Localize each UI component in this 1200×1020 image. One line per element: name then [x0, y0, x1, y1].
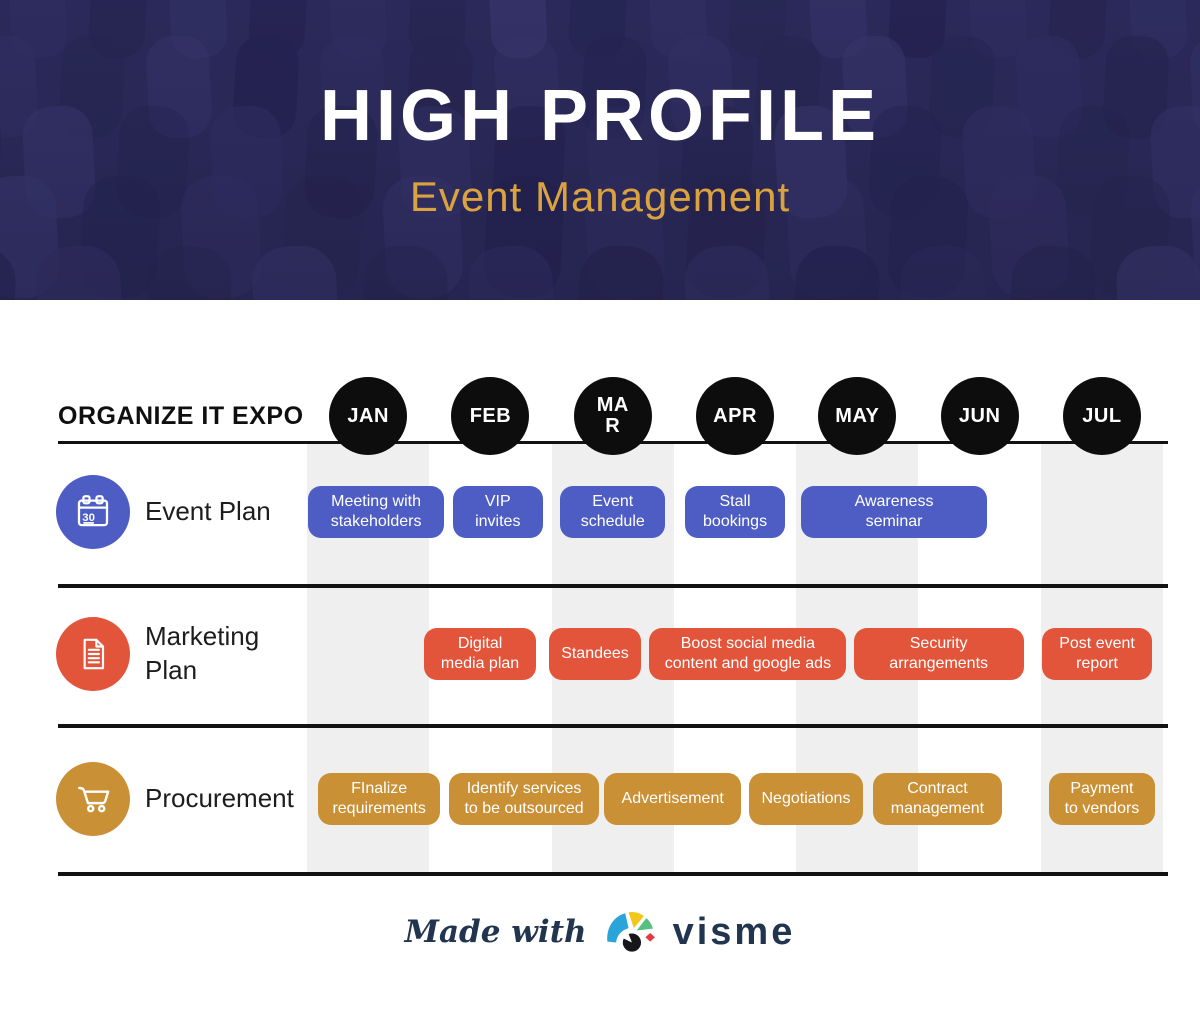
- task-bar: Security arrangements: [853, 628, 1024, 680]
- task-bar: Post event report: [1042, 628, 1153, 680]
- task-bar-label: Meeting with stakeholders: [330, 493, 422, 530]
- task-bar-label: Event schedule: [580, 493, 645, 530]
- task-bar: Advertisement: [604, 773, 742, 825]
- chart-title: ORGANIZE IT EXPO: [58, 402, 304, 430]
- month-circle: MAY: [818, 377, 897, 455]
- page-subtitle: Event Management: [409, 173, 791, 220]
- month-circle: APR: [696, 377, 775, 455]
- task-bar: Awareness seminar: [801, 486, 987, 538]
- month-circle: JAN: [329, 377, 408, 455]
- month-circle: JUN: [940, 377, 1019, 455]
- month-label: MA R: [596, 394, 629, 437]
- task-bar-label: VIP invites: [475, 493, 521, 530]
- month-label: JAN: [347, 404, 389, 427]
- month-label: FEB: [469, 404, 512, 427]
- task-bar-label: Digital media plan: [440, 635, 520, 672]
- task-bar: FInalize requirements: [318, 773, 441, 825]
- task-bar: Stall bookings: [684, 486, 786, 538]
- row-separator-line: [58, 584, 1168, 588]
- row-separator-line: [58, 724, 1168, 728]
- task-bar-label: Payment to vendors: [1064, 780, 1140, 817]
- svg-text:30: 30: [82, 512, 95, 524]
- document-icon: [73, 634, 113, 674]
- task-bar-label: Advertisement: [621, 790, 724, 808]
- task-bar: Meeting with stakeholders: [308, 486, 444, 538]
- task-bar-label: Boost social media content and google ad…: [664, 635, 832, 672]
- month-circle: MA R: [573, 377, 652, 455]
- row-label: Procurement: [145, 783, 294, 814]
- task-bar: Standees: [549, 628, 641, 680]
- cart-icon: [71, 777, 115, 821]
- footer-credit: Made with visme: [0, 908, 1200, 956]
- header-banner: HIGH PROFILE Event Management: [0, 0, 1200, 300]
- task-bar-label: Standees: [561, 645, 629, 663]
- task-bar-label: Post event report: [1059, 635, 1135, 672]
- task-bar-label: FInalize requirements: [332, 780, 426, 817]
- month-circle: JUL: [1062, 377, 1141, 455]
- visme-logo-icon: [603, 908, 657, 956]
- task-bar-label: Awareness seminar: [854, 493, 934, 530]
- made-with-text: Made with: [404, 914, 587, 950]
- task-bar: Payment to vendors: [1049, 773, 1155, 825]
- calendar-icon: 30: [72, 491, 114, 533]
- task-bar-label: Identify services to be outsourced: [464, 780, 584, 817]
- task-bar-label: Security arrangements: [889, 635, 989, 672]
- task-bar: Boost social media content and google ad…: [649, 628, 847, 680]
- task-bar: Digital media plan: [424, 628, 536, 680]
- visme-wordmark: visme: [672, 910, 796, 953]
- row-label: Marketing Plan: [145, 621, 260, 685]
- month-label: MAY: [835, 404, 880, 427]
- header-titles: HIGH PROFILE Event Management: [0, 0, 1200, 300]
- chart-bottom-line: [58, 872, 1168, 876]
- task-bar: Event schedule: [560, 486, 666, 538]
- task-bar-label: Stall bookings: [703, 493, 768, 530]
- month-circle: FEB: [451, 377, 530, 455]
- task-bar: Contract management: [873, 773, 1002, 825]
- row-icon-circle: [56, 617, 130, 691]
- task-bar-label: Negotiations: [761, 790, 851, 808]
- row-label: Event Plan: [145, 496, 271, 527]
- task-bar: Identify services to be outsourced: [448, 773, 600, 825]
- page-title: HIGH PROFILE: [319, 76, 880, 156]
- row-icon-circle: 30: [56, 475, 130, 549]
- month-label: JUN: [958, 404, 1001, 427]
- month-label: JUL: [1082, 404, 1122, 427]
- task-bar-label: Contract management: [890, 780, 985, 817]
- month-label: APR: [713, 404, 757, 427]
- task-bar: Negotiations: [748, 773, 864, 825]
- row-icon-circle: [56, 762, 130, 836]
- task-bar: VIP invites: [452, 486, 544, 538]
